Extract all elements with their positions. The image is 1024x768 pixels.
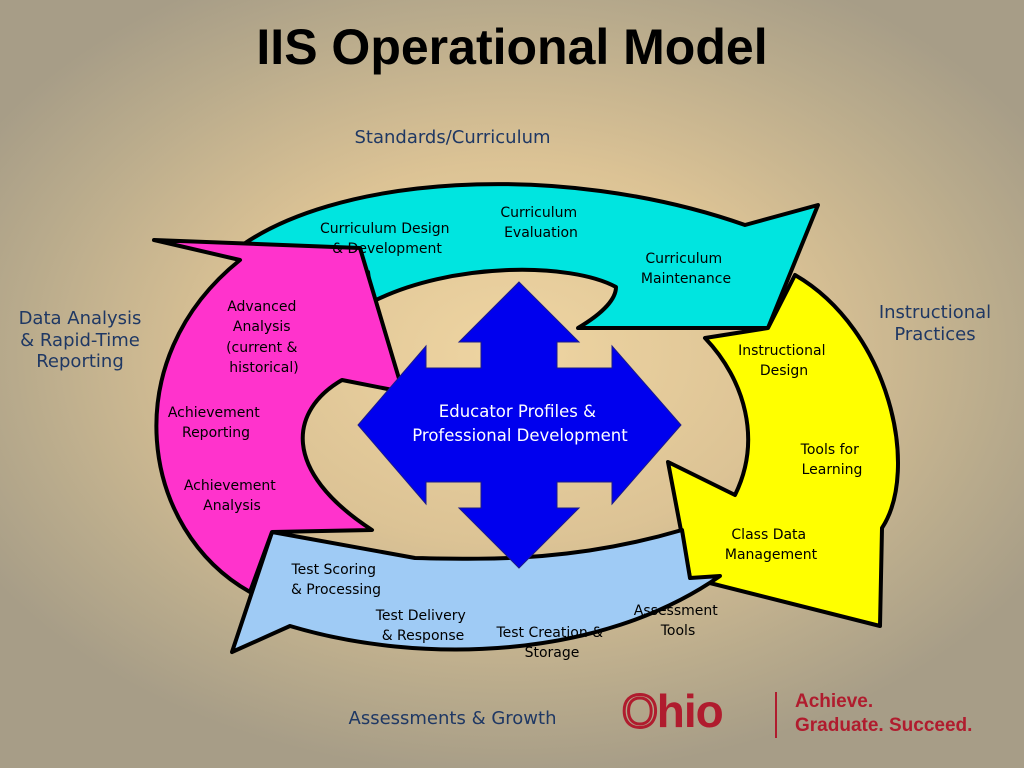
curriculum-evaluation-line2: Evaluation [504,225,578,241]
section-label-data-analysis-line2: & Rapid-Time [20,329,140,351]
test-scoring-label: Test Scoring & Processing [290,562,381,598]
curriculum-design-label: Curriculum Design & Development [320,221,454,257]
section-label-instructional-line1: Instructional [878,302,992,323]
tools-for-learning-line1: Tools for [800,442,859,458]
tools-for-learning-line2: Learning [802,462,863,478]
ohio-logo-tagline: Achieve. Graduate. Succeed. [795,690,972,738]
page-title: IIS Operational Model [256,19,768,75]
achievement-analysis-line2: Analysis [203,498,261,514]
achievement-reporting-line1: Achievement [168,405,260,421]
instructional-design-label: Instructional Design [738,343,830,379]
curriculum-maintenance-label: Curriculum Maintenance [641,251,731,287]
assessment-tools-label: Assessment Tools [634,603,722,639]
achievement-reporting-label: Achievement Reporting [168,405,264,441]
instructional-arrow [666,273,900,628]
section-label-standards: Standards/Curriculum [330,127,575,149]
logo-divider [775,692,777,738]
section-label-assessments: Assessments & Growth [320,708,585,730]
advanced-analysis-label: Advanced Analysis (current & historical) [226,299,302,376]
ohio-logo-tagline-line1: Achieve. [795,691,874,712]
tools-for-learning-label: Tools for Learning [800,442,864,478]
ohio-logo-tagline-line2: Graduate. Succeed. [795,714,973,736]
instructional-design-line1: Instructional [738,343,825,359]
curriculum-evaluation-label: Curriculum Evaluation [500,205,581,241]
assessment-arrow [230,528,722,654]
assessment-tools-line2: Tools [660,623,696,639]
center-four-way-arrow [357,281,682,569]
ohio-logo-rest: hio [656,685,724,737]
center-label-line2: Professional Development [412,426,628,445]
advanced-analysis-line2: Analysis [233,319,291,335]
section-label-standards-text: Standards/Curriculum [354,127,551,148]
assessment-tools-line1: Assessment [634,603,718,619]
advanced-analysis-line1: Advanced [227,299,296,315]
advanced-analysis-line4: historical) [229,360,298,376]
instructional-design-line2: Design [760,363,808,379]
test-scoring-line2: & Processing [291,582,381,598]
section-label-assessments-text: Assessments & Growth [348,708,557,729]
test-creation-label: Test Creation & Storage [495,625,607,661]
section-label-instructional-line2: Practices [894,323,976,345]
test-delivery-label: Test Delivery & Response [375,608,471,644]
section-label-data-analysis-line1: Data Analysis [18,308,142,329]
ohio-logo-wordmark: Ohio [621,684,724,739]
section-label-data-analysis-line3: Reporting [36,351,124,373]
achievement-reporting-line2: Reporting [182,425,250,441]
achievement-analysis-label: Achievement Analysis [184,478,280,514]
test-delivery-line2: & Response [382,628,465,644]
section-label-data-analysis: Data Analysis & Rapid-Time Reporting [4,308,156,373]
curriculum-maintenance-line2: Maintenance [641,271,731,287]
curriculum-evaluation-line1: Curriculum [500,205,577,221]
advanced-analysis-line3: (current & [226,340,297,356]
ohio-logo-o: O [621,684,660,739]
class-data-management-line2: Management [725,547,818,563]
curriculum-arrow [231,182,820,330]
data-analysis-arrow [152,238,405,594]
section-label-instructional: Instructional Practices [855,302,1015,345]
curriculum-design-line2: & Development [332,241,442,257]
test-delivery-line1: Test Delivery [375,608,466,624]
class-data-management-label: Class Data Management [725,527,818,563]
test-creation-line2: Storage [525,645,580,661]
test-scoring-line1: Test Scoring [290,562,376,578]
center-label: Educator Profiles & Professional Develop… [412,402,628,445]
achievement-analysis-line1: Achievement [184,478,276,494]
curriculum-maintenance-line1: Curriculum [645,251,722,267]
center-label-line1: Educator Profiles & [439,402,596,421]
class-data-management-line1: Class Data [731,527,806,543]
test-creation-line1: Test Creation & [495,625,603,641]
curriculum-design-line1: Curriculum Design [320,221,450,237]
